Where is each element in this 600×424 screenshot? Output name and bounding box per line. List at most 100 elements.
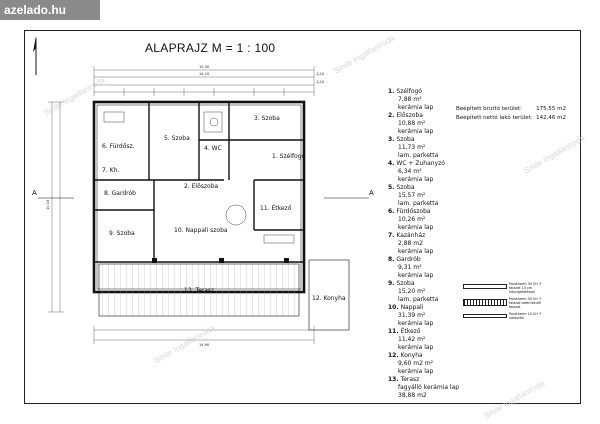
room-floor: kerámia lap (398, 248, 434, 255)
legend-swatch (463, 284, 507, 289)
room-name: Terasz (400, 376, 420, 383)
room-number: 13. (388, 376, 399, 383)
room-number: 12. (388, 352, 399, 359)
legend-text: Porotherm 30 N+ F falazat tetemeknél fal… (509, 297, 542, 309)
bottom-dimension-lines (93, 326, 315, 344)
dim-top-inner: 14,10 (199, 72, 210, 76)
room-name: Szélfogó (396, 88, 422, 95)
plan-label-r12: 12. Konyha (312, 295, 346, 302)
room-name: WC + Zuhanyzó (396, 160, 445, 167)
room-number: 5. (388, 184, 395, 191)
room-floor: lam. parketta (398, 200, 439, 207)
room-name: Gardrób (396, 256, 421, 263)
room-floor: kerámia lap (398, 272, 434, 279)
room-area: 10,26 m² (398, 216, 426, 223)
plan-label-r4: 4. WC (204, 145, 222, 152)
room-name: Étkező (400, 328, 421, 335)
room-floor: lam. parketta (398, 152, 439, 159)
room-floor: kerámia lap (398, 224, 434, 231)
room-name: Nappali (400, 304, 424, 311)
dim-right-a: 1,20 (316, 72, 325, 76)
room-number: 6. (388, 208, 395, 215)
room-area: 15,20 m² (398, 288, 426, 295)
section-mark-right: A (369, 189, 374, 197)
drawing-sheet-frame (24, 30, 581, 404)
room-name: Kazánház (396, 232, 426, 239)
legend-text: Porotherm 30 N+ F falazat 10 cm hősziget… (509, 282, 542, 294)
room-number: 7. (388, 232, 395, 239)
room-number: 9. (388, 280, 395, 287)
summary-label: Beépített nettó lakó terület: (456, 115, 533, 121)
room-number: 4. (388, 160, 395, 167)
plan-label-r10: 10. Nappali szoba (174, 227, 228, 234)
room-floor: kerámia lap (398, 320, 434, 327)
room-floor: kerámia lap (398, 344, 434, 351)
top-dimension-lines (93, 66, 315, 96)
summary-value: 142,46 m2 (536, 115, 566, 121)
room-name: Konyha (400, 352, 423, 359)
plan-label-r8: 8. Gardrób (104, 190, 136, 197)
summary-label: Beépített bruttó terület: (456, 106, 523, 112)
room-area: 6,34 m² (398, 168, 422, 175)
summary-row: Beépített bruttó terület: 175,55 m2 (456, 105, 566, 114)
legend-swatch (463, 299, 507, 306)
room-number: 1. (388, 88, 395, 95)
dim-bottom-total: 14,90 (199, 343, 210, 347)
room-area: 11,42 m² (398, 336, 426, 343)
room-number: 3. (388, 136, 395, 143)
room-area: 9,31 m² (398, 264, 422, 271)
wall-legend: Porotherm 30 N+ F falazat 10 cm hősziget… (463, 282, 553, 327)
plan-label-r1: 1. Szélfogó (272, 153, 306, 160)
interior-walls (94, 102, 304, 263)
left-dimension-lines (48, 101, 64, 313)
plan-label-r11: 11. Étkező (260, 204, 292, 212)
dim-side-total: 10,15 (46, 200, 50, 210)
room-name: Szoba (396, 136, 415, 143)
room-number: 11. (388, 328, 399, 335)
summary-row: Beépített nettó lakó terület:142,46 m2 (456, 114, 566, 123)
room-area: 10,88 m² (398, 120, 426, 127)
structural-columns (152, 258, 289, 263)
room-area: 15,57 m² (398, 192, 426, 199)
room-area: 11,73 m² (398, 144, 426, 151)
room-number: 8. (388, 256, 395, 263)
legend-item: Porotherm 30 N+ F falazat 10 cm hősziget… (463, 282, 553, 297)
legend-swatch (463, 314, 507, 318)
site-badge[interactable]: azelado.hu (0, 0, 100, 20)
plan-label-r9: 9. Szoba (109, 230, 135, 237)
dim-top-total: 15,30 (199, 65, 210, 69)
plan-label-r5: 5. Szoba (164, 135, 190, 142)
area-summary: Beépített bruttó terület: 175,55 m2 Beépí… (456, 105, 566, 123)
plan-label-r3: 3. Szoba (254, 115, 280, 122)
room-floor: 38,88 m2 (398, 392, 427, 399)
room-floor: kerámia lap (398, 128, 434, 135)
dim-right-b: 1,20 (316, 80, 325, 84)
summary-value: 175,55 m2 (536, 106, 566, 112)
room-number: 2. (388, 112, 395, 119)
room-name: Szoba (396, 184, 415, 191)
plan-label-r7: 7. Kh. (102, 167, 119, 174)
room-area: fagyálló kerámia lap (398, 384, 460, 391)
north-arrow-icon (33, 36, 37, 75)
plan-label-r13: 13. Terasz (184, 287, 214, 294)
room-area: 31,39 m² (398, 312, 426, 319)
room-name: Fürdőszoba (396, 208, 431, 215)
legend-item: Porotherm 10 N+ F válaszfal (463, 312, 553, 327)
fixtures (103, 111, 295, 244)
legend-text: Porotherm 10 N+ F válaszfal (509, 312, 542, 320)
room-area: 7,88 m² (398, 96, 422, 103)
room-name: Szoba (396, 280, 415, 287)
page-title: ALAPRAJZ M = 1 : 100 (145, 41, 276, 55)
terrace-area (98, 259, 350, 331)
